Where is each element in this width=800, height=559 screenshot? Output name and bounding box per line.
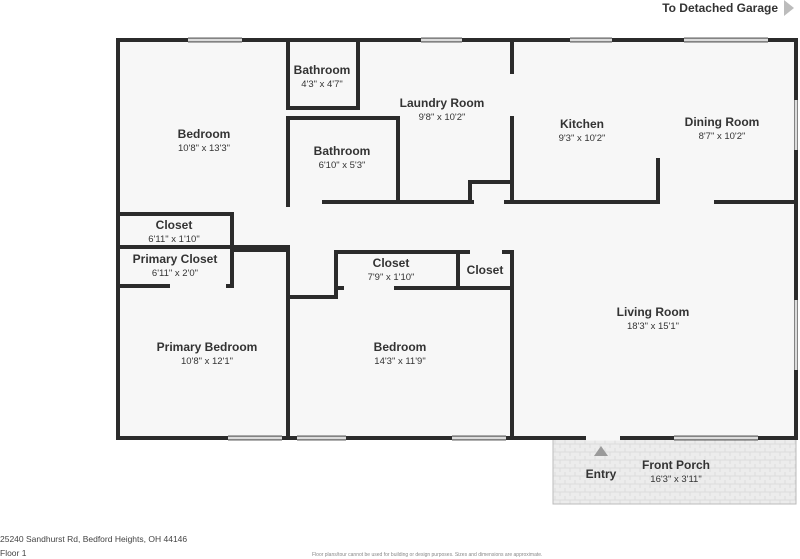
room-dims: 18'3" x 15'1" [626,320,680,332]
room-closet-3: Closet [466,263,504,278]
room-primary-bedroom: Primary Bedroom 10'8" x 12'1" [156,340,258,368]
disclaimer-text: Floor plans/tour cannot be used for buil… [312,552,543,558]
room-name: Primary Closet [132,252,218,266]
room-dims: 8'7" x 10'2" [698,130,746,142]
room-name: Living Room [616,305,690,319]
room-primary-closet: Primary Closet 6'11" x 2'0" [132,252,218,280]
entry-text: Entry [585,467,617,481]
room-living: Living Room 18'3" x 15'1" [616,305,690,333]
room-name: Laundry Room [399,96,485,110]
room-dims: 9'3" x 10'2" [558,132,606,144]
address-text: 25240 Sandhurst Rd, Bedford Heights, OH … [0,534,188,544]
room-kitchen: Kitchen 9'3" x 10'2" [558,117,606,145]
room-dims: 16'3" x 3'11" [650,473,702,485]
room-name: Bathroom [293,63,351,77]
room-dims: 6'10" x 5'3" [318,159,366,171]
room-dims: 10'8" x 12'1" [180,355,234,367]
room-dims: 14'3" x 11'9" [374,355,426,367]
room-name: Front Porch [642,458,710,472]
room-dims: 10'8" x 13'3" [177,142,231,154]
room-name: Closet [155,218,193,232]
room-name: Bathroom [313,144,371,158]
windows [188,38,798,440]
room-dims: 9'8" x 10'2" [418,111,466,123]
room-dining: Dining Room 8'7" x 10'2" [684,115,760,143]
detached-garage-pointer: To Detached Garage [662,0,794,16]
room-dims: 6'11" x 2'0" [151,267,199,279]
room-bathroom-small: Bathroom 4'3" x 4'7" [293,63,351,91]
room-bathroom: Bathroom 6'10" x 5'3" [313,144,371,172]
room-name: Bedroom [373,340,427,354]
room-name: Bedroom [177,127,231,141]
entry-arrow-icon [594,446,608,456]
room-name: Closet [466,263,504,277]
room-dims: 4'3" x 4'7" [301,78,343,90]
room-closet-1: Closet 6'11" x 1'10" [148,218,200,246]
room-dims: 6'11" x 1'10" [148,233,200,245]
room-dims: 7'9" x 1'10" [367,271,415,283]
room-name: Kitchen [559,117,605,131]
room-name: Dining Room [684,115,760,129]
floor-label: Floor 1 [0,548,27,558]
entry-label: Entry [585,467,617,482]
room-laundry: Laundry Room 9'8" x 10'2" [399,96,485,124]
room-bedroom-nw: Bedroom 10'8" x 13'3" [177,127,231,155]
room-name: Primary Bedroom [156,340,258,354]
room-bedroom-center: Bedroom 14'3" x 11'9" [373,340,427,368]
front-porch-area [552,437,797,505]
room-name: Closet [372,256,410,270]
interior-walls [116,38,798,440]
room-front-porch: Front Porch 16'3" x 3'11" [642,458,710,486]
room-closet-2: Closet 7'9" x 1'10" [367,256,415,284]
arrow-right-icon [784,0,794,16]
garage-label: To Detached Garage [662,1,778,15]
